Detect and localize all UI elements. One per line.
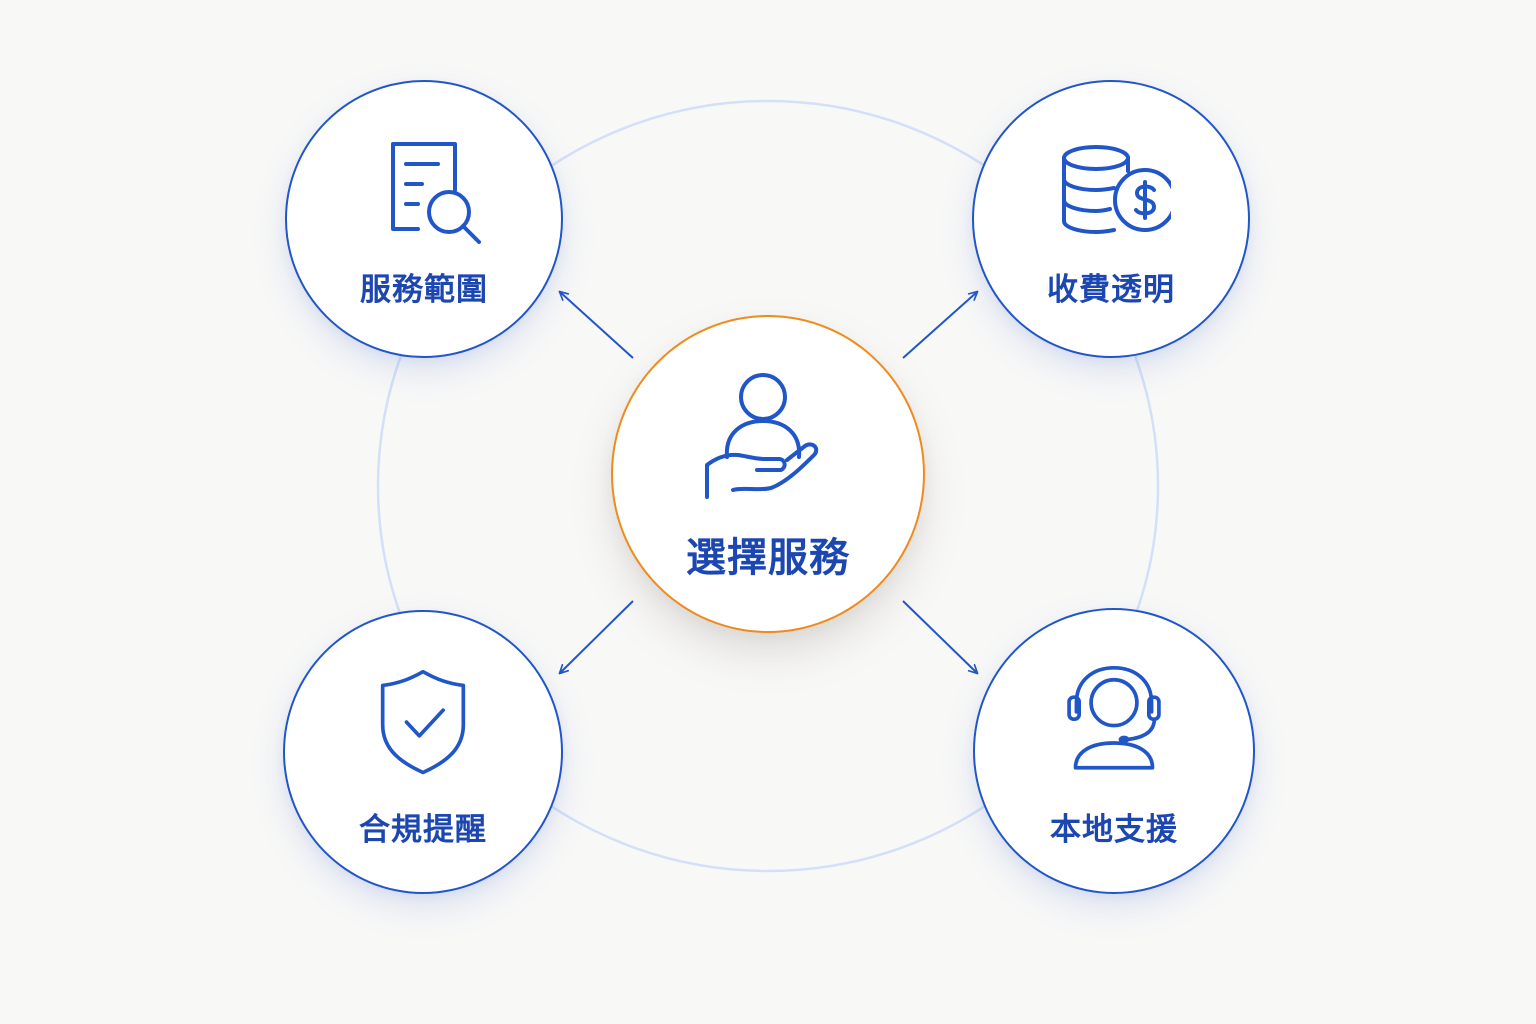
arrow-to-compliance-reminder: [558, 600, 634, 675]
arrow-to-transparent-fees: [902, 290, 979, 359]
hand-holding-person-icon: [705, 373, 819, 499]
coins-dollar-icon: [1062, 145, 1171, 234]
shield-check-icon: [380, 669, 466, 775]
node-service-scope[interactable]: 服務範圍: [285, 80, 563, 358]
center-label: 選擇服務: [686, 535, 850, 581]
headset-support-icon: [1067, 666, 1161, 770]
node-compliance-reminder[interactable]: 合規提醒: [283, 610, 563, 894]
arrow-to-local-support: [902, 600, 979, 675]
node-label: 本地支援: [1050, 812, 1178, 848]
arrow-to-service-scope: [558, 290, 634, 359]
orbit-ring: [376, 99, 1160, 873]
node-local-support[interactable]: 本地支援: [973, 608, 1255, 894]
node-label: 服務範圍: [360, 272, 488, 308]
node-transparent-fees[interactable]: 收費透明: [972, 80, 1250, 358]
node-label: 收費透明: [1047, 272, 1175, 308]
node-choose-service[interactable]: 選擇服務: [611, 315, 925, 633]
document-search-icon: [391, 142, 481, 244]
node-label: 合規提醒: [359, 812, 487, 848]
